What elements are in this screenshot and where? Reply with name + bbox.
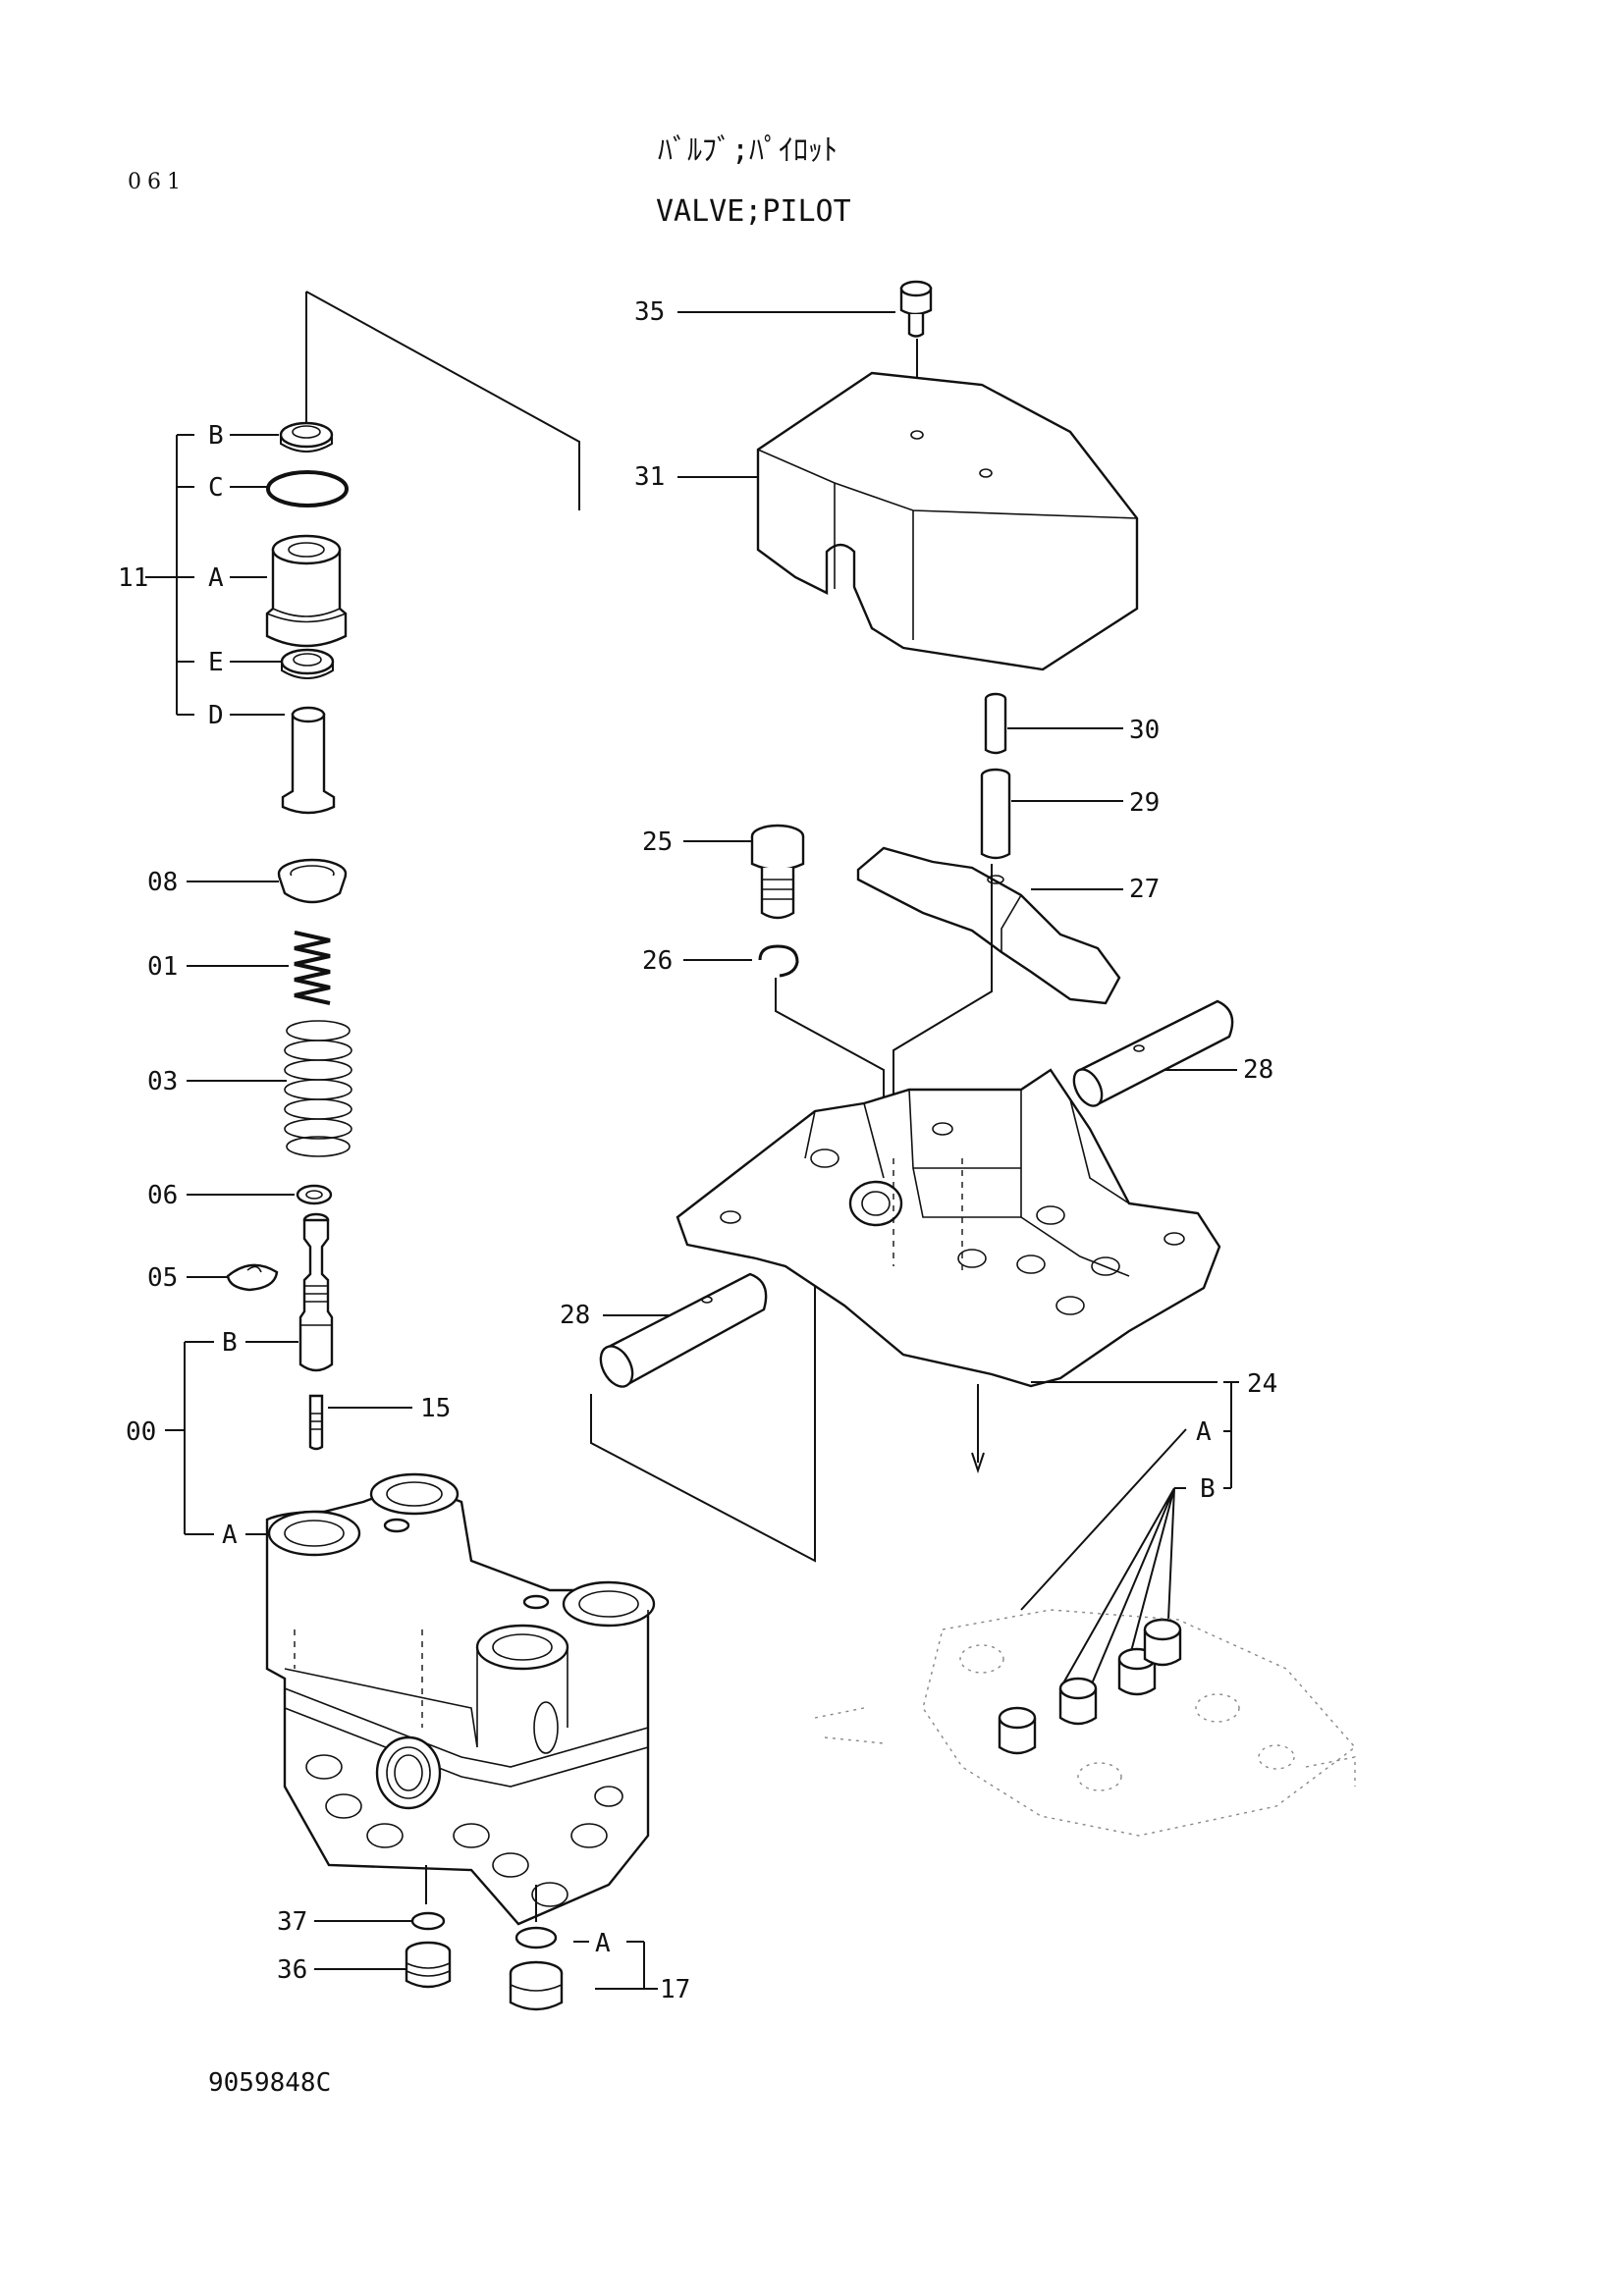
callout-11-B: B bbox=[208, 421, 224, 451]
part-08-seat bbox=[277, 858, 348, 904]
part-30-pin bbox=[984, 692, 1007, 755]
part-36-plug bbox=[405, 1941, 452, 1989]
part-01-spring bbox=[294, 931, 331, 1005]
part-06-washer bbox=[296, 1184, 333, 1205]
part-37-oring bbox=[410, 1911, 446, 1931]
part-24-base bbox=[676, 1068, 1221, 1388]
page-number: 061 bbox=[128, 170, 187, 194]
callout-11: 11 bbox=[118, 563, 148, 593]
part-00A-casing bbox=[265, 1472, 656, 1926]
drawing-number: 9059848C bbox=[208, 2068, 331, 2098]
callout-17-A: A bbox=[595, 1929, 611, 1958]
part-24-sleeves bbox=[998, 1618, 1182, 1755]
part-11A-sleeve bbox=[265, 534, 348, 648]
leaders-24-sub bbox=[1020, 1428, 1187, 1689]
callout-29: 29 bbox=[1129, 788, 1160, 818]
part-31-cover bbox=[756, 371, 1139, 671]
callout-11-C: C bbox=[208, 473, 224, 503]
callout-27: 27 bbox=[1129, 875, 1160, 904]
leader-28-left-box bbox=[590, 1286, 816, 1563]
callout-08: 08 bbox=[147, 868, 178, 897]
callout-01: 01 bbox=[147, 952, 178, 982]
part-24-ghost-base bbox=[814, 1609, 1357, 1837]
part-11E-ring bbox=[280, 648, 335, 679]
leader-27-down bbox=[893, 864, 993, 1109]
callout-00-B: B bbox=[222, 1328, 238, 1358]
callout-00-A: A bbox=[222, 1521, 238, 1550]
callout-28-right: 28 bbox=[1243, 1055, 1273, 1085]
title-english: VALVE;PILOT bbox=[656, 194, 851, 229]
callout-37: 37 bbox=[277, 1907, 307, 1937]
callout-36: 36 bbox=[277, 1955, 307, 1985]
part-11D-pusher bbox=[281, 706, 336, 815]
callout-28-left: 28 bbox=[560, 1301, 590, 1330]
part-26-snap-ring bbox=[758, 944, 799, 978]
callout-11-A: A bbox=[208, 563, 224, 593]
callout-11-D: D bbox=[208, 701, 224, 730]
leaders-00 bbox=[245, 1341, 298, 1535]
callout-30: 30 bbox=[1129, 716, 1160, 745]
title-japanese: ﾊﾞﾙﾌﾞ;ﾊﾟｲﾛｯﾄ bbox=[658, 133, 838, 168]
callout-24-B: B bbox=[1200, 1474, 1216, 1504]
part-03-spring bbox=[284, 1020, 352, 1157]
arrow-24-down bbox=[971, 1384, 985, 1474]
bracket-17 bbox=[573, 1941, 658, 1990]
part-28-pin-left bbox=[599, 1272, 768, 1388]
part-11C-oring bbox=[266, 470, 349, 507]
callout-24-A: A bbox=[1196, 1417, 1212, 1447]
bracket-11 bbox=[145, 434, 194, 716]
callout-15: 15 bbox=[420, 1394, 451, 1423]
part-35-bolt bbox=[899, 280, 933, 338]
callout-25: 25 bbox=[642, 828, 673, 857]
callout-00: 00 bbox=[126, 1417, 156, 1447]
part-27-lever bbox=[856, 846, 1121, 1005]
callout-03: 03 bbox=[147, 1067, 178, 1096]
leaders-11 bbox=[230, 434, 285, 716]
bracket-24 bbox=[1223, 1381, 1239, 1489]
part-29-pin bbox=[980, 768, 1011, 860]
part-15-pin bbox=[308, 1394, 324, 1451]
part-11B-ring bbox=[279, 421, 334, 453]
part-25-bolt bbox=[750, 824, 805, 920]
callout-31: 31 bbox=[634, 462, 665, 492]
part-17-plug bbox=[509, 1960, 564, 2011]
part-17A-oring bbox=[514, 1926, 558, 1949]
callout-35: 35 bbox=[634, 297, 665, 327]
part-05-clip bbox=[226, 1263, 279, 1292]
callout-17: 17 bbox=[660, 1975, 690, 2004]
bracket-00 bbox=[165, 1341, 214, 1535]
callout-24: 24 bbox=[1247, 1369, 1277, 1399]
callout-05: 05 bbox=[147, 1263, 178, 1293]
part-00B-spool bbox=[298, 1212, 334, 1372]
callout-26: 26 bbox=[642, 946, 673, 976]
callout-11-E: E bbox=[208, 648, 224, 677]
leader-line-top-left bbox=[305, 291, 580, 510]
callout-06: 06 bbox=[147, 1181, 178, 1210]
part-28-pin-right bbox=[1072, 999, 1234, 1107]
